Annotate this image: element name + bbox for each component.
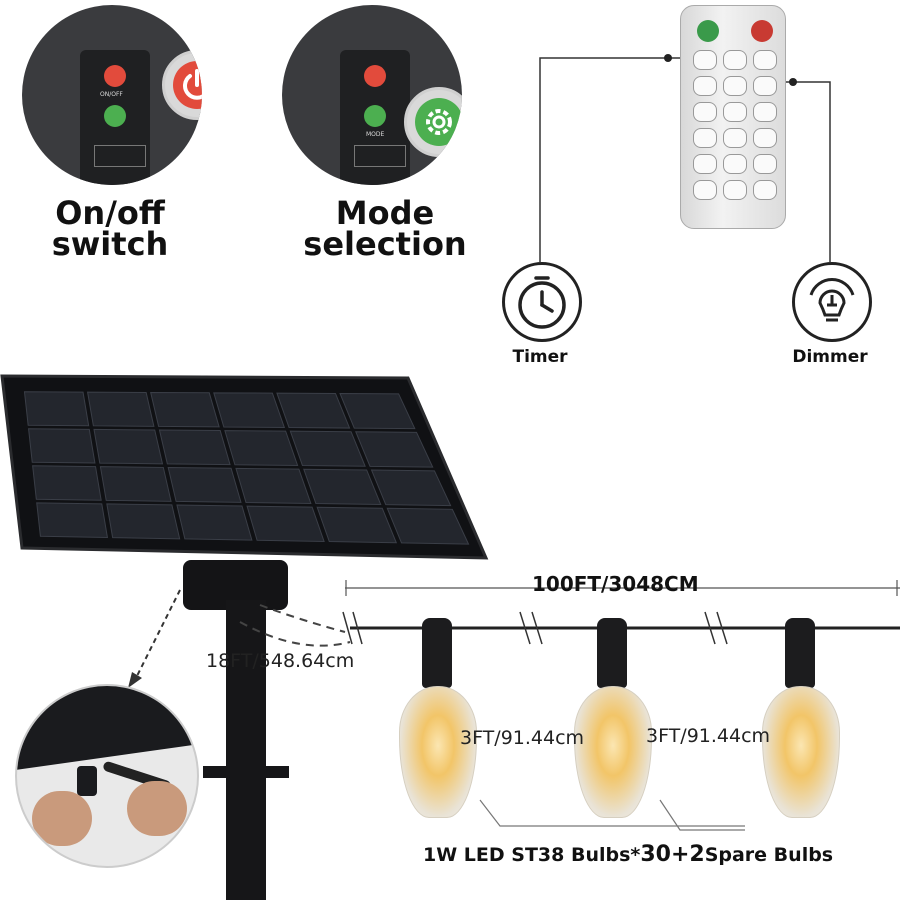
dimmer-label: Dimmer	[792, 347, 868, 367]
remote-control	[680, 5, 786, 229]
solar-cell	[106, 503, 181, 540]
led-bulb	[572, 618, 652, 818]
solar-cell	[213, 392, 286, 428]
onoff-label-line2: switch	[51, 225, 169, 263]
remote-button	[753, 102, 777, 122]
solar-cell	[289, 430, 366, 467]
remote-button	[753, 50, 777, 70]
remote-button	[723, 76, 747, 96]
power-button-small-2	[364, 65, 386, 87]
solar-cell	[303, 468, 382, 506]
solar-cell	[93, 428, 164, 465]
remote-button	[753, 128, 777, 148]
panel-icons	[94, 145, 146, 167]
onoff-label: On/off switch	[20, 194, 200, 263]
onoff-label-line1: On/off	[55, 194, 165, 232]
mode-label-line2: selection	[303, 225, 467, 263]
solar-cell	[27, 428, 96, 464]
timer-label: Timer	[512, 347, 568, 367]
remote-button	[723, 154, 747, 174]
bulb-spacing-1: 3FT/91.44cm	[460, 727, 585, 749]
power-button-small	[104, 65, 126, 87]
mode-label-line1: Mode	[335, 194, 435, 232]
bulbs-caption-suffix: Spare Bulbs	[704, 844, 834, 866]
remote-connector-lines	[539, 54, 831, 262]
onoff-zoom-photo: ON/OFF	[22, 5, 202, 185]
mode-button-small	[104, 105, 126, 127]
solar-cell	[36, 502, 109, 539]
solar-panel	[0, 374, 489, 560]
remote-button	[723, 128, 747, 148]
led-bulb	[397, 618, 477, 818]
mode-gear-icon	[404, 87, 462, 157]
remote-button	[693, 180, 717, 200]
solar-cell	[99, 466, 172, 502]
bulbs-caption-count: 30+2	[640, 842, 705, 867]
solar-cell	[23, 391, 90, 427]
mode-zoom-photo: MODE	[282, 5, 462, 185]
solar-cell	[235, 467, 312, 504]
solar-cell	[246, 505, 325, 542]
solar-cell	[355, 431, 434, 468]
mode-label: Mode selection	[295, 194, 475, 263]
solar-cell	[339, 393, 416, 430]
bulb-spacing-2: 3FT/91.44cm	[646, 725, 771, 747]
pole-stake-plate	[203, 766, 289, 778]
remote-button	[693, 154, 717, 174]
solar-cell	[176, 504, 253, 541]
solar-cell	[158, 429, 231, 466]
solar-cell	[370, 469, 452, 507]
onoff-panel-text: ON/OFF	[100, 91, 123, 98]
solar-cell	[32, 465, 102, 501]
remote-button	[723, 180, 747, 200]
remote-button	[723, 50, 747, 70]
led-bulb	[760, 618, 840, 818]
bulbs-caption: 1W LED ST38 Bulbs*30+2Spare Bulbs	[423, 842, 833, 867]
panel-cable-length: 18FT/548.64cm	[206, 650, 355, 672]
solar-cell	[86, 391, 155, 427]
remote-button	[753, 180, 777, 200]
remote-button	[723, 102, 747, 122]
remote-button	[753, 154, 777, 174]
solar-cell	[150, 391, 220, 428]
remote-off-button	[751, 20, 773, 42]
remote-button	[693, 102, 717, 122]
remote-button	[693, 76, 717, 96]
solar-cell	[224, 430, 299, 466]
mode-panel-text: MODE	[366, 131, 385, 138]
connector-inset-photo	[15, 684, 199, 868]
remote-button	[693, 50, 717, 70]
mode-button-small-2	[364, 105, 386, 127]
solar-cell	[386, 507, 470, 545]
remote-button	[753, 76, 777, 96]
bulbs-caption-prefix: 1W LED ST38 Bulbs*	[423, 844, 641, 866]
clock-icon	[502, 262, 582, 342]
remote-button	[693, 128, 717, 148]
dimmer-bulb-icon	[792, 262, 872, 342]
remote-on-button	[697, 20, 719, 42]
solar-cell	[316, 506, 398, 544]
panel-pole	[226, 600, 266, 900]
solar-cell	[167, 466, 242, 503]
solar-cell	[276, 392, 351, 429]
total-length-label: 100FT/3048CM	[532, 572, 699, 596]
